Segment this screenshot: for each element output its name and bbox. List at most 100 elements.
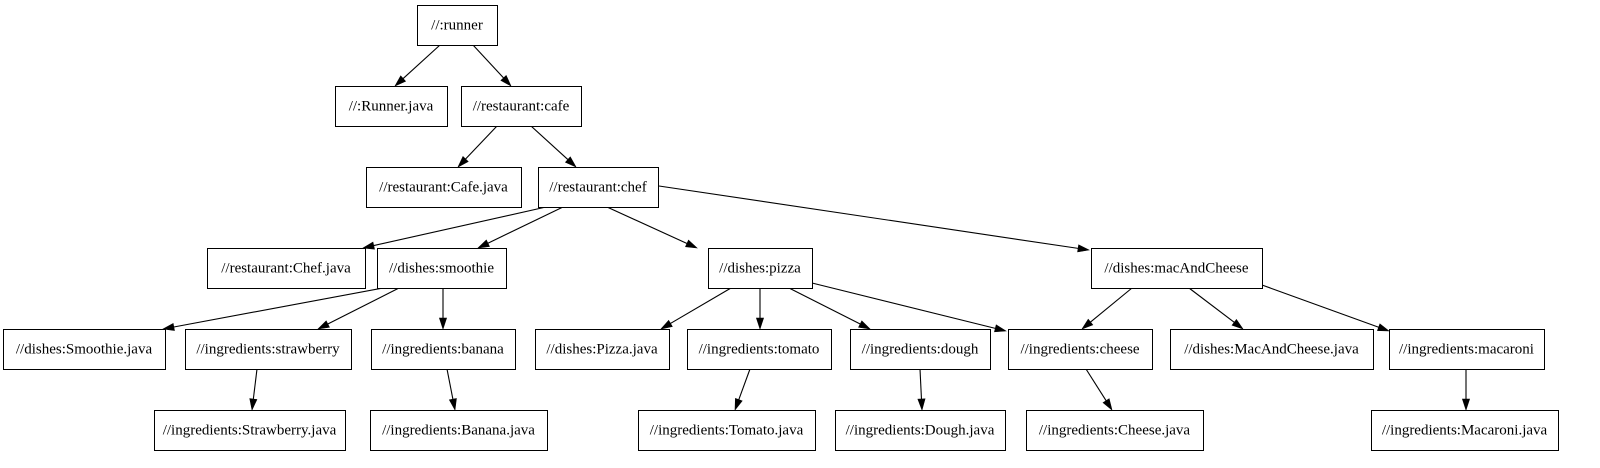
edge-line <box>252 368 258 400</box>
edge-line <box>738 368 751 400</box>
node-label: //dishes:smoothie <box>389 260 494 276</box>
edge-line <box>811 282 996 329</box>
node-box[interactable] <box>850 329 991 370</box>
node-label: //ingredients:strawberry <box>196 341 340 357</box>
arrowhead-icon <box>1231 318 1244 330</box>
node-ing_macaronijava[interactable]: //ingredients:Macaroni.java <box>1371 410 1559 451</box>
node-box[interactable] <box>708 248 813 289</box>
node-box[interactable] <box>371 329 516 370</box>
edge-line <box>1188 287 1235 323</box>
node-ing_cheesejava[interactable]: //ingredients:Cheese.java <box>1026 410 1204 451</box>
node-dishes_smoothiejava[interactable]: //dishes:Smoothie.java <box>3 329 166 370</box>
node-ing_cheese[interactable]: //ingredients:cheese <box>1008 329 1153 370</box>
edge-line <box>472 44 504 79</box>
edges-layer <box>162 44 1471 411</box>
node-restaurant_chefjava[interactable]: //restaurant:Chef.java <box>207 248 366 289</box>
node-box[interactable] <box>154 410 346 451</box>
arrowhead-icon <box>477 239 490 249</box>
node-box[interactable] <box>687 329 832 370</box>
edge-ing_banana-to-ing_bananajava <box>446 368 457 411</box>
node-label: //restaurant:cafe <box>473 98 570 114</box>
edge-ing_strawberry-to-ing_strawberryjava <box>249 368 258 411</box>
node-ing_strawberryjava[interactable]: //ingredients:Strawberry.java <box>154 410 346 451</box>
edge-line <box>1085 368 1107 402</box>
node-ing_dough[interactable]: //ingredients:dough <box>850 329 991 370</box>
edge-line <box>670 287 732 324</box>
edge-dishes_pizza-to-ing_cheese <box>811 282 1007 333</box>
edge-line <box>530 125 569 160</box>
node-box[interactable] <box>638 410 816 451</box>
node-restaurant_cafe[interactable]: //restaurant:cafe <box>461 86 582 127</box>
arrowhead-icon <box>1077 244 1090 253</box>
node-dishes_pizzajava[interactable]: //dishes:Pizza.java <box>535 329 670 370</box>
arrowhead-icon <box>734 398 743 411</box>
node-label: //dishes:Smoothie.java <box>16 341 153 357</box>
arrowhead-icon <box>1377 323 1390 332</box>
node-label: //:runner <box>431 17 483 33</box>
edge-line <box>402 44 441 79</box>
node-dishes_macandcheese[interactable]: //dishes:macAndCheese <box>1091 248 1263 289</box>
node-box[interactable] <box>377 248 507 289</box>
edge-restaurant_chef-to-dishes_pizza <box>606 206 698 249</box>
node-runner[interactable]: //:runner <box>417 5 498 46</box>
edge-restaurant_chef-to-dishes_smoothie <box>477 206 564 249</box>
node-box[interactable] <box>1091 248 1263 289</box>
edge-dishes_pizza-to-ing_tomato <box>755 288 765 330</box>
node-runner_java[interactable]: //:Runner.java <box>335 86 448 127</box>
node-box[interactable] <box>538 167 659 208</box>
node-box[interactable] <box>1371 410 1559 451</box>
node-label: //ingredients:tomato <box>699 341 820 357</box>
edge-line <box>788 287 861 325</box>
node-box[interactable] <box>370 410 548 451</box>
node-label: //ingredients:Banana.java <box>382 422 535 438</box>
node-box[interactable] <box>535 329 670 370</box>
node-label: //ingredients:Strawberry.java <box>163 422 337 438</box>
node-dishes_pizza[interactable]: //dishes:pizza <box>708 248 813 289</box>
node-box[interactable] <box>1026 410 1204 451</box>
node-box[interactable] <box>461 86 582 127</box>
edge-line <box>465 125 498 160</box>
edge-line <box>327 287 400 325</box>
node-dishes_smoothie[interactable]: //dishes:smoothie <box>377 248 507 289</box>
node-ing_doughjava[interactable]: //ingredients:Dough.java <box>835 410 1006 451</box>
node-box[interactable] <box>185 329 352 370</box>
edge-dishes_macandcheese-to-dishes_macjava <box>1188 287 1244 330</box>
edge-restaurant_cafe-to-restaurant_chef <box>530 125 577 168</box>
node-box[interactable] <box>835 410 1006 451</box>
node-ing_tomato[interactable]: //ingredients:tomato <box>687 329 832 370</box>
node-dishes_macjava[interactable]: //dishes:MacAndCheese.java <box>1170 329 1374 370</box>
node-box[interactable] <box>335 86 448 127</box>
edge-ing_cheese-to-ing_cheesejava <box>1085 368 1113 411</box>
node-ing_tomatojava[interactable]: //ingredients:Tomato.java <box>638 410 816 451</box>
node-ing_strawberry[interactable]: //ingredients:strawberry <box>185 329 352 370</box>
node-box[interactable] <box>207 248 366 289</box>
node-box[interactable] <box>366 167 522 208</box>
edge-line <box>606 206 688 244</box>
node-label: //ingredients:macaroni <box>1399 341 1534 357</box>
arrowhead-icon <box>448 398 457 411</box>
node-box[interactable] <box>1170 329 1374 370</box>
node-restaurant_chef[interactable]: //restaurant:chef <box>538 167 659 208</box>
node-label: //dishes:pizza <box>719 260 801 276</box>
node-box[interactable] <box>1389 329 1545 370</box>
arrowhead-icon <box>457 156 469 168</box>
node-restaurant_cafejava[interactable]: //restaurant:Cafe.java <box>366 167 522 208</box>
arrowhead-icon <box>755 317 765 330</box>
node-ing_macaroni[interactable]: //ingredients:macaroni <box>1389 329 1545 370</box>
node-ing_banana[interactable]: //ingredients:banana <box>371 329 516 370</box>
edge-restaurant_chef-to-restaurant_chefjava <box>362 206 547 250</box>
arrowhead-icon <box>564 156 577 168</box>
node-label: //restaurant:chef <box>549 179 646 195</box>
arrowhead-icon <box>500 74 512 87</box>
node-box[interactable] <box>1008 329 1153 370</box>
edge-restaurant_chef-to-dishes_macandcheese <box>658 185 1090 253</box>
node-ing_bananajava[interactable]: //ingredients:Banana.java <box>370 410 548 451</box>
edge-line <box>173 287 384 328</box>
node-box[interactable] <box>417 5 498 46</box>
arrowhead-icon <box>917 398 926 411</box>
edge-restaurant_cafe-to-restaurant_cafejava <box>457 125 498 168</box>
node-box[interactable] <box>3 329 166 370</box>
node-label: //ingredients:banana <box>382 341 504 357</box>
node-label: //restaurant:Chef.java <box>221 260 351 276</box>
